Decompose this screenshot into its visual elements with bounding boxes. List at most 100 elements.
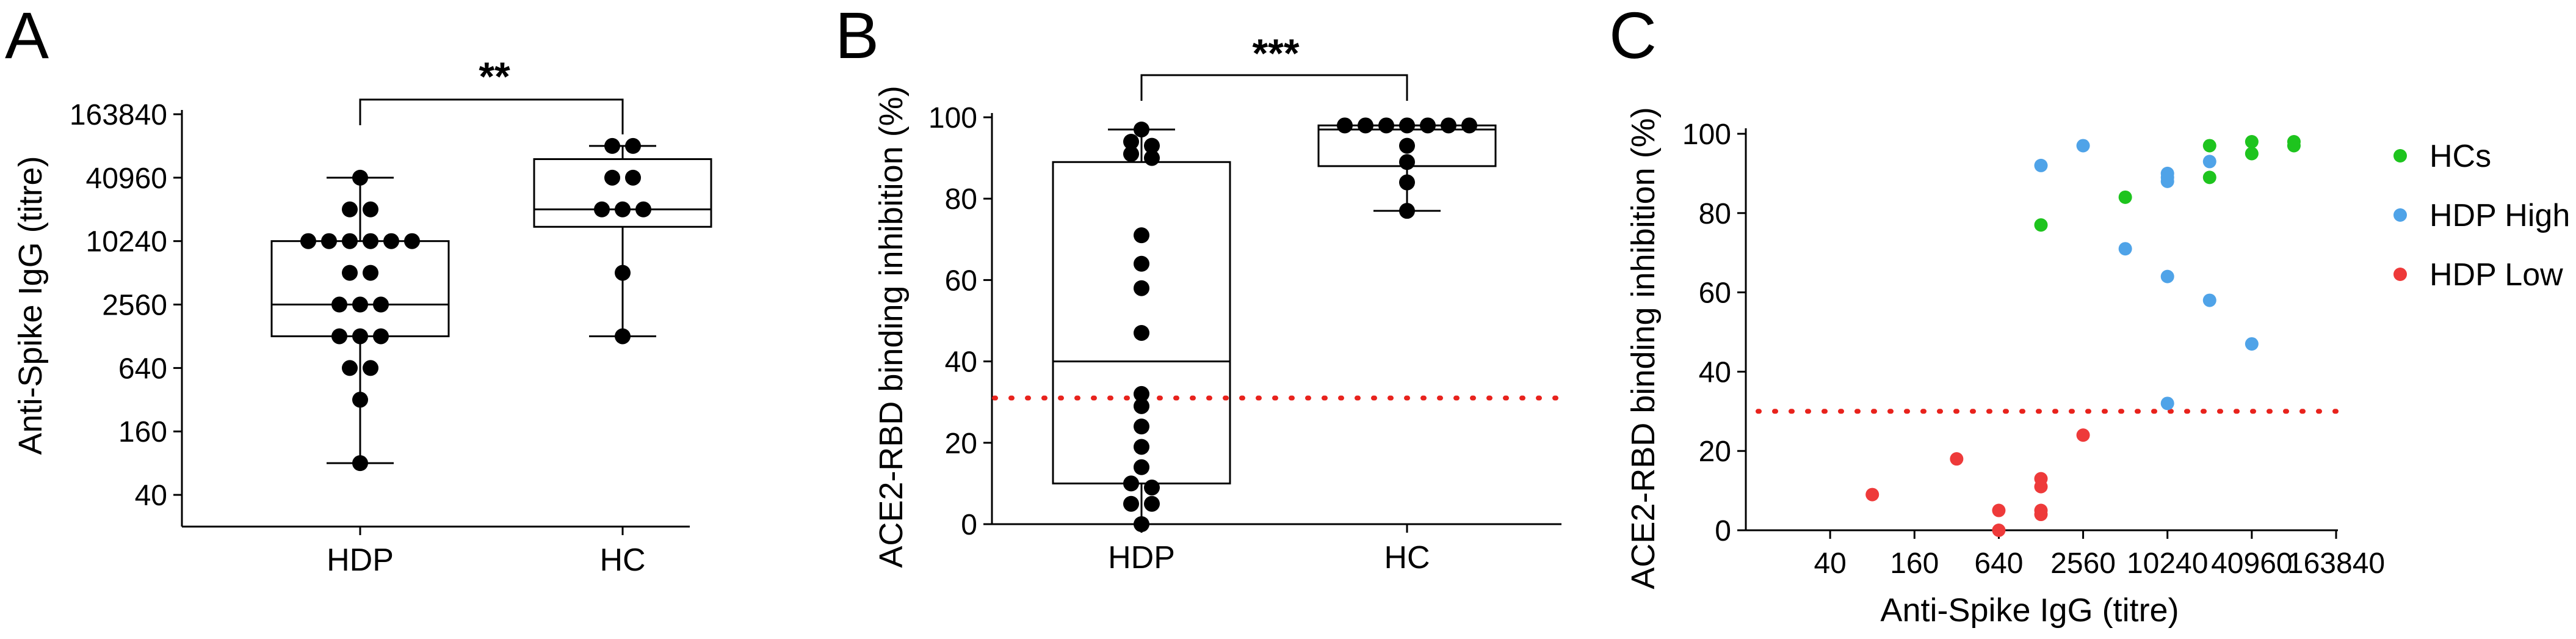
panel-c-legend-label: HDP Low bbox=[2429, 257, 2563, 293]
panel-b-point bbox=[1134, 459, 1149, 475]
panel-b-y-tick-label: 0 bbox=[961, 509, 977, 541]
panel-label-b: B bbox=[835, 0, 879, 72]
panel-b-category-label: HDP bbox=[1108, 540, 1175, 575]
panel-a-point bbox=[604, 137, 620, 154]
panel-c-point-1 bbox=[2118, 242, 2132, 256]
panel-b-point bbox=[1399, 117, 1415, 134]
panel-a-point bbox=[342, 233, 358, 249]
panel-c-point-0 bbox=[2245, 134, 2259, 148]
panel-a-significance: ** bbox=[479, 54, 510, 99]
panel-a-y-tick-label: 40 bbox=[135, 480, 167, 512]
panel-c-point-1 bbox=[2076, 139, 2090, 153]
panel-b-significance-bracket bbox=[1140, 74, 1408, 101]
panel-b-point bbox=[1134, 280, 1149, 296]
panel-a-point bbox=[373, 328, 389, 345]
panel-a-point bbox=[594, 201, 610, 217]
panel-c-point-2 bbox=[1950, 452, 1964, 466]
panel-c-y-tick-label: 0 bbox=[1715, 515, 1731, 547]
panel-b-point bbox=[1399, 174, 1415, 191]
panel-c-xlabel: Anti-Spike IgG (titre) bbox=[1880, 592, 2179, 629]
panel-a-point bbox=[331, 328, 347, 345]
panel-a-point bbox=[363, 233, 378, 249]
panel-a-y-tick-label: 10240 bbox=[86, 226, 167, 258]
panel-a-box bbox=[270, 240, 450, 337]
panel-b-point bbox=[1144, 495, 1160, 512]
panel-label-a: A bbox=[5, 0, 49, 72]
panel-c-point-0 bbox=[2287, 139, 2301, 153]
panel-b-point bbox=[1420, 117, 1436, 134]
panel-a-point bbox=[383, 233, 399, 249]
panel-a-point bbox=[363, 201, 378, 217]
panel-b-point bbox=[1134, 385, 1149, 402]
panel-c-point-1 bbox=[2160, 174, 2174, 188]
panel-b-point bbox=[1337, 117, 1353, 134]
panel-c-x-tick-label: 40 bbox=[1814, 547, 1846, 580]
panel-a-y-tick-label: 640 bbox=[118, 352, 167, 385]
panel-c-x-tick-label: 40960 bbox=[2211, 547, 2292, 580]
panel-b-point bbox=[1134, 418, 1149, 435]
panel-a-point bbox=[352, 169, 368, 186]
panel-b-point bbox=[1123, 495, 1139, 512]
panel-b-point bbox=[1134, 227, 1149, 244]
panel-b-point bbox=[1134, 324, 1149, 341]
panel-b-y-tick-label: 100 bbox=[928, 102, 977, 134]
panel-c-x-tick-label: 163840 bbox=[2287, 547, 2385, 580]
panel-a-point bbox=[615, 265, 631, 281]
panel-a-point bbox=[331, 296, 347, 313]
panel-b-ylabel: ACE2-RBD binding inhibition (%) bbox=[873, 86, 910, 568]
panel-c-x-tick-label: 160 bbox=[1890, 547, 1939, 580]
panel-c-point-0 bbox=[2202, 139, 2216, 153]
panel-c-y-tick-label: 40 bbox=[1699, 356, 1731, 389]
panel-a-y-tick-label: 163840 bbox=[70, 99, 167, 131]
panel-b-significance: *** bbox=[1252, 31, 1299, 76]
panel-c-legend-marker bbox=[2393, 149, 2407, 162]
panel-a-point bbox=[625, 137, 641, 154]
panel-a-point bbox=[363, 265, 378, 281]
panel-b-point bbox=[1399, 154, 1415, 170]
panel-c-point-1 bbox=[2245, 337, 2259, 351]
panel-c-point-1 bbox=[2202, 293, 2216, 307]
panel-b-point bbox=[1144, 137, 1160, 154]
panel-c-x-tick-label: 10240 bbox=[2127, 547, 2208, 580]
panel-c-point-2 bbox=[2034, 480, 2048, 494]
panel-c-point-2 bbox=[2034, 508, 2048, 522]
panel-b-point bbox=[1134, 516, 1149, 532]
panel-c-y-tick-label: 60 bbox=[1699, 277, 1731, 310]
panel-b-point bbox=[1399, 203, 1415, 219]
panel-c-point-0 bbox=[2034, 218, 2048, 232]
panel-c-point-0 bbox=[2245, 147, 2259, 161]
panel-label-c: C bbox=[1609, 0, 1657, 72]
panel-a-point bbox=[635, 201, 651, 217]
panel-c-x-tick-label: 2560 bbox=[2050, 547, 2116, 580]
panel-a-point bbox=[352, 455, 368, 472]
panel-c-x-tick-label: 640 bbox=[1974, 547, 2023, 580]
panel-a-point bbox=[363, 360, 378, 376]
panel-c-legend-marker bbox=[2393, 268, 2407, 281]
panel-b-y-tick-label: 40 bbox=[945, 346, 977, 379]
panel-c-point-1 bbox=[2160, 269, 2174, 283]
panel-a-point bbox=[352, 392, 368, 408]
panel-c-y-tick-label: 80 bbox=[1699, 198, 1731, 230]
panel-a-y-tick-label: 2560 bbox=[102, 290, 167, 322]
panel-c-y-tick-label: 100 bbox=[1682, 119, 1731, 151]
panel-b-y-tick-label: 80 bbox=[945, 183, 977, 216]
panel-a-point bbox=[615, 328, 631, 345]
panel-c-point-2 bbox=[1865, 487, 1880, 502]
panel-a-y-tick-label: 40960 bbox=[86, 162, 167, 195]
panel-b-box bbox=[1052, 161, 1231, 484]
panel-c-legend-label: HCs bbox=[2429, 139, 2491, 174]
panel-a-significance-bracket bbox=[359, 98, 624, 134]
panel-c-point-0 bbox=[2202, 170, 2216, 184]
panel-a-point bbox=[342, 360, 358, 376]
panel-a-box bbox=[533, 158, 712, 228]
panel-b-point bbox=[1461, 117, 1477, 134]
panel-b-y-tick-label: 60 bbox=[945, 265, 977, 297]
panel-a-point bbox=[352, 296, 368, 313]
panel-b-category-label: HC bbox=[1384, 540, 1430, 575]
panel-b-point bbox=[1378, 117, 1394, 134]
panel-b-point bbox=[1144, 150, 1160, 166]
panel-c-ylabel: ACE2-RBD binding inhibition (%) bbox=[1625, 107, 1662, 589]
